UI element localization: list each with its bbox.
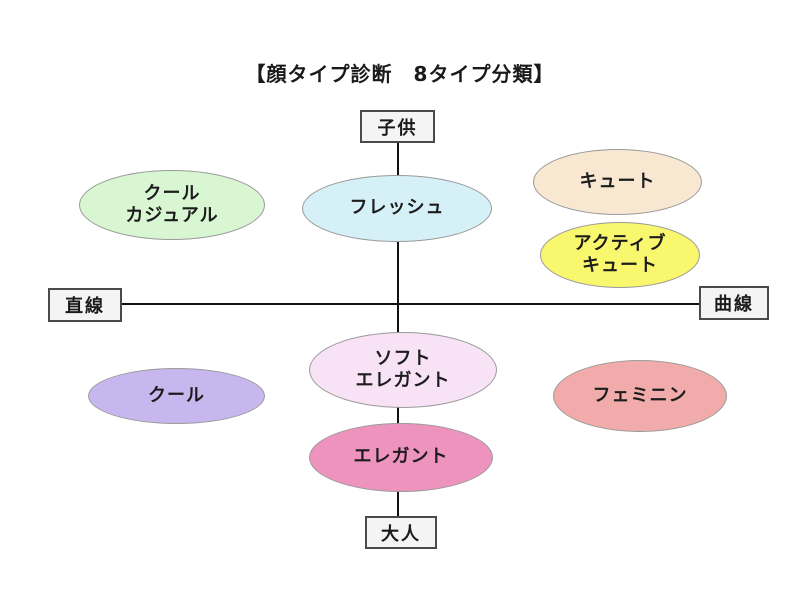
type-ellipse-fresh: フレッシュ (302, 175, 492, 242)
diagram-title: 【顔タイプ診断 8タイプ分類】 (245, 62, 555, 86)
type-ellipse-elegant: エレガント (309, 423, 493, 492)
type-ellipse-cute: キュート (533, 149, 702, 215)
type-label-fresh: フレッシュ (349, 197, 445, 219)
type-ellipse-cool: クール (88, 368, 265, 424)
axis-label-curved: 曲線 (699, 286, 769, 320)
axis-label-child: 子供 (360, 110, 435, 143)
type-label-feminine: フェミニン (592, 384, 688, 406)
type-label-soft-elegant: ソフト エレガント (355, 347, 451, 392)
type-ellipse-soft-elegant: ソフト エレガント (309, 332, 497, 408)
type-label-elegant: エレガント (353, 446, 449, 468)
type-label-cool-casual: クール カジュアル (125, 182, 219, 227)
type-label-active-cute: アクティブ キュート (573, 232, 667, 277)
axis-label-straight: 直線 (48, 288, 122, 322)
type-ellipse-cool-casual: クール カジュアル (79, 170, 265, 240)
horizontal-axis-line (122, 303, 700, 305)
type-ellipse-active-cute: アクティブ キュート (540, 222, 700, 288)
type-ellipse-feminine: フェミニン (553, 360, 727, 432)
axis-label-adult: 大人 (365, 516, 437, 549)
type-label-cute: キュート (579, 170, 656, 192)
vertical-axis-line (397, 142, 399, 517)
type-label-cool: クール (148, 384, 205, 406)
